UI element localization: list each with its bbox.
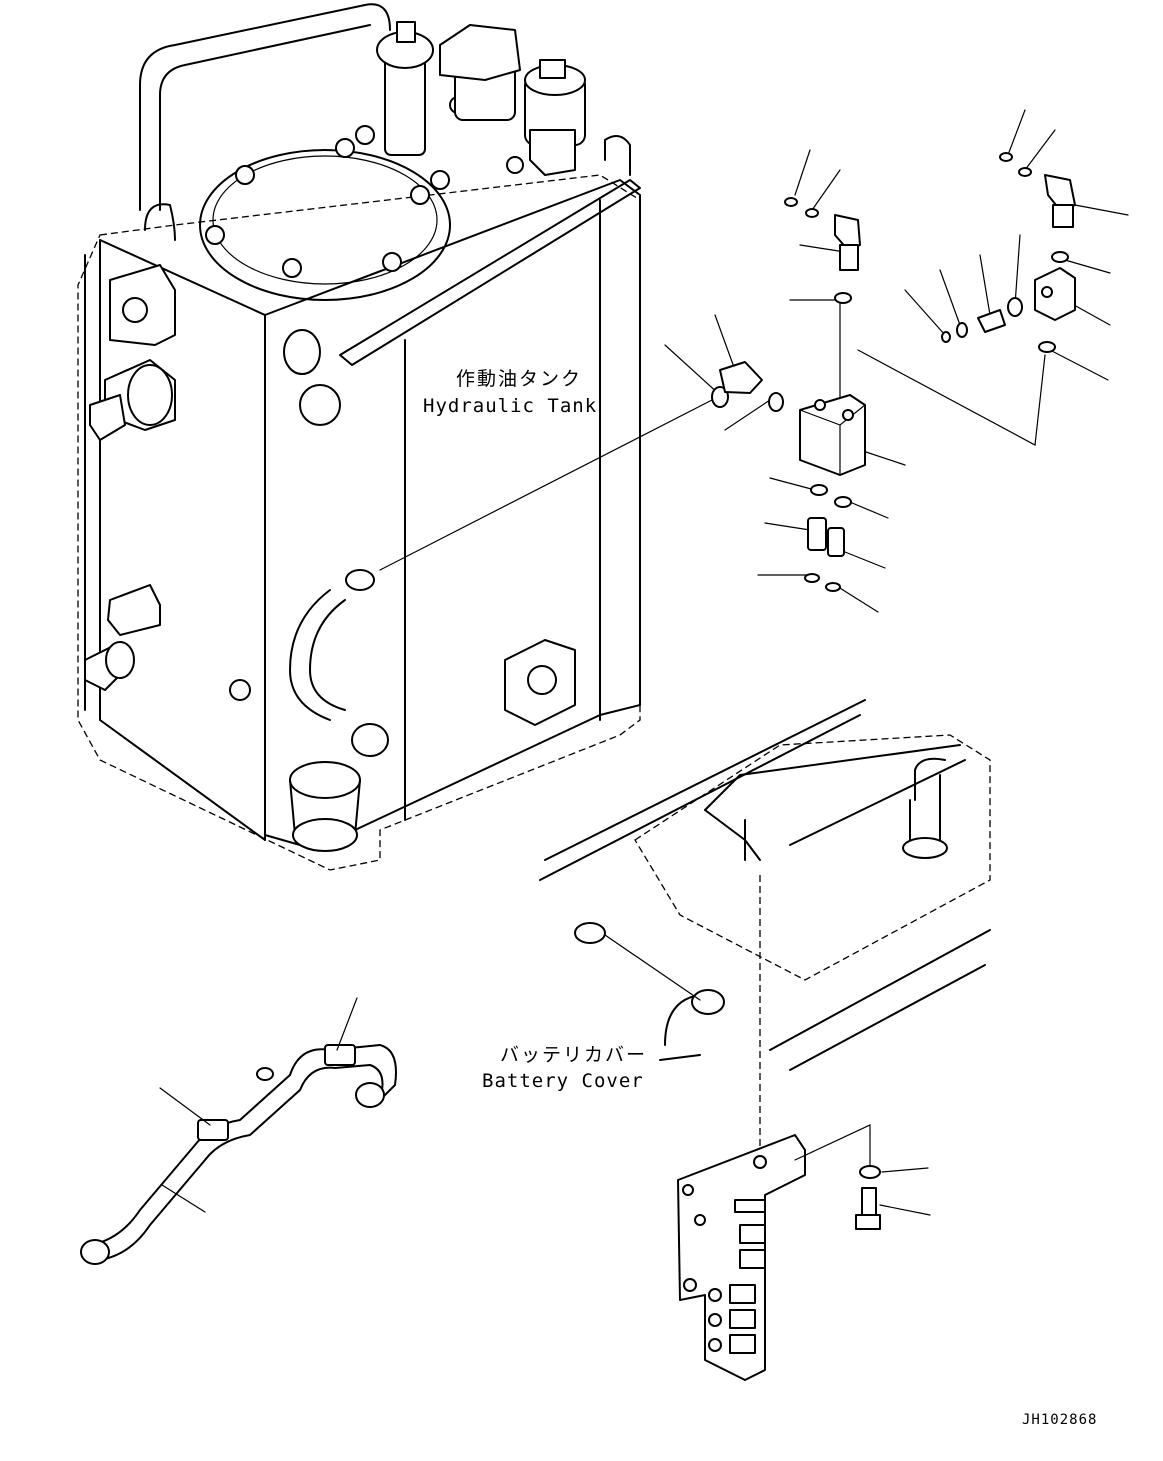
battery-cover-label-jp: バッテリカバー [500, 1044, 648, 1066]
wire-harness [80, 997, 397, 1265]
drawing-code: JH102868 [1022, 1412, 1098, 1428]
battery-cover [539, 699, 991, 1160]
hydraulic-tank-label-en: Hydraulic Tank [423, 395, 598, 417]
fittings-group [379, 109, 1129, 613]
battery-cover-label-en: Battery Cover [482, 1070, 644, 1092]
mounting-bracket [677, 1124, 931, 1381]
hydraulic-tank-label-jp: 作動油タンク [456, 368, 583, 390]
hydraulic-tank [77, 3, 641, 871]
